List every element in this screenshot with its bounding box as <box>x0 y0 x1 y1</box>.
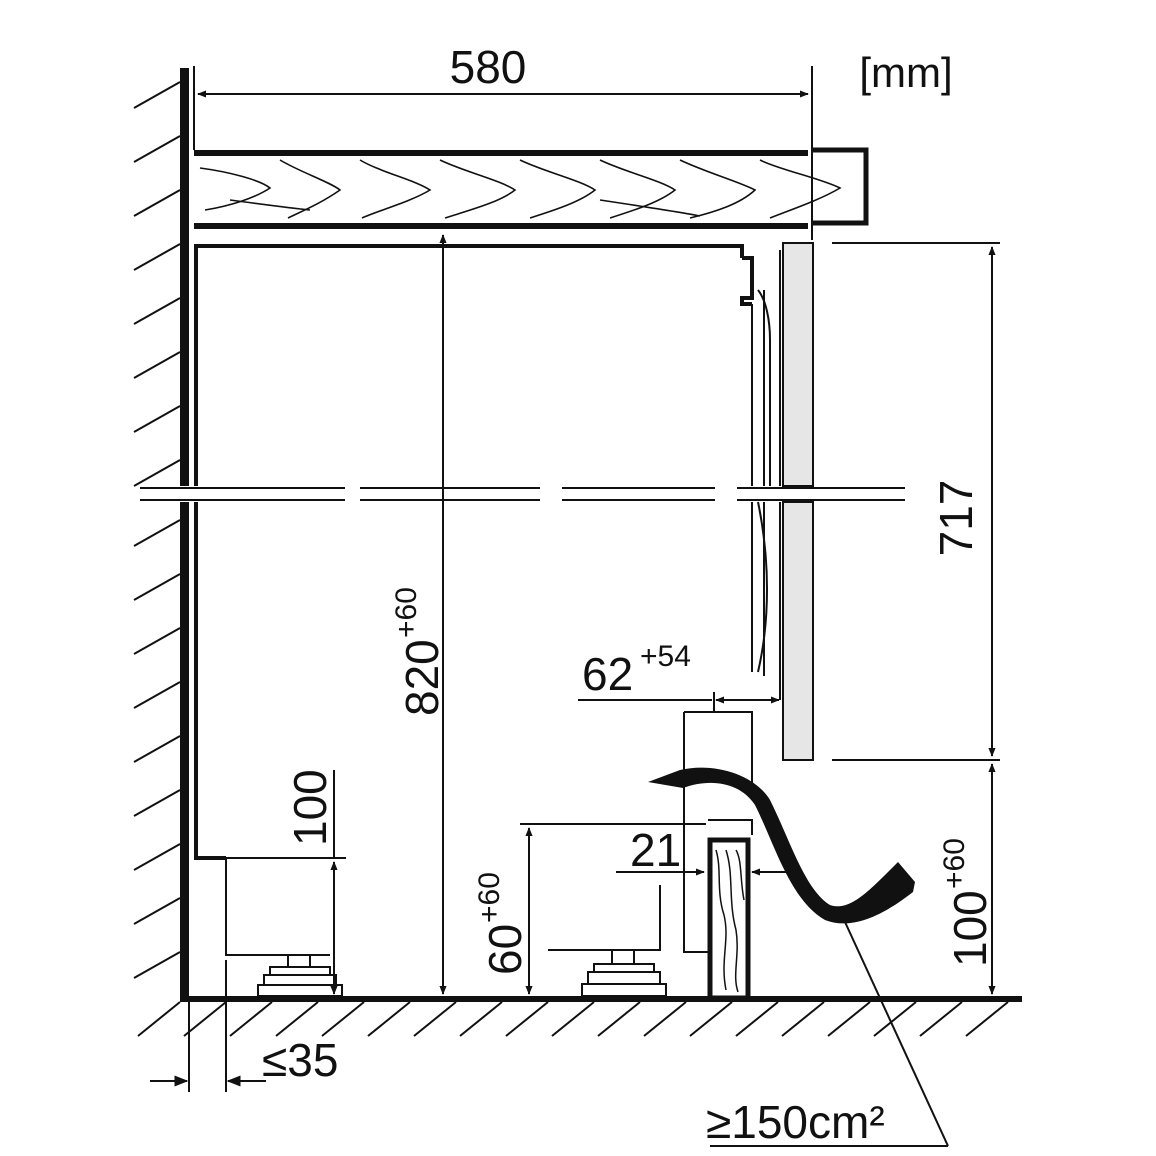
dim-60-base: 60 <box>479 924 531 975</box>
airflow-arrow-icon <box>648 767 915 924</box>
dim-21-label: 21 <box>630 824 681 876</box>
door-gasket <box>757 250 781 700</box>
wood-grain <box>199 159 842 219</box>
dim-100-plinth-base: 100 <box>944 890 996 967</box>
break-line <box>140 487 905 501</box>
dim-62-tolerance: +54 <box>640 640 691 673</box>
door-panel <box>782 242 814 761</box>
dim-60-tolerance: +60 <box>473 872 506 923</box>
dim-100-base <box>226 770 346 995</box>
dim-100-plinth-tolerance: +60 <box>938 838 971 889</box>
worktop <box>194 147 869 229</box>
dim-100-base-label: 100 <box>284 769 336 846</box>
dim-60 <box>520 823 706 995</box>
appliance-body <box>194 244 754 860</box>
vent-leader <box>710 921 949 1147</box>
dim-100-plinth-label: 100 +60 <box>938 838 996 967</box>
foot-right <box>581 949 667 997</box>
dim-580-label: 580 <box>450 41 527 93</box>
wall-hatching <box>133 81 181 979</box>
dim-580 <box>193 66 813 240</box>
dim-820-tolerance: +60 <box>390 587 423 638</box>
dim-60-label: 60 +60 <box>473 872 531 975</box>
dim-35-label: ≤35 <box>262 1034 338 1086</box>
dim-820-label: 820 +60 <box>390 587 448 716</box>
dim-717-label: 717 <box>930 480 982 557</box>
foot-left <box>257 954 343 997</box>
dim-62-base: 62 <box>582 648 633 700</box>
dim-62-label: 62 +54 <box>582 640 691 700</box>
dim-717 <box>832 242 1000 761</box>
plinth-board <box>707 837 751 1001</box>
floor-hatching <box>137 1001 1009 1037</box>
dim-62 <box>578 692 780 712</box>
floor <box>137 996 1022 1037</box>
dim-820-base: 820 <box>396 639 448 716</box>
back-wall <box>133 68 189 1002</box>
dim-35 <box>150 960 266 1092</box>
unit-label: [mm] <box>859 49 952 96</box>
vent-area-label: ≥150cm² <box>706 1096 885 1148</box>
